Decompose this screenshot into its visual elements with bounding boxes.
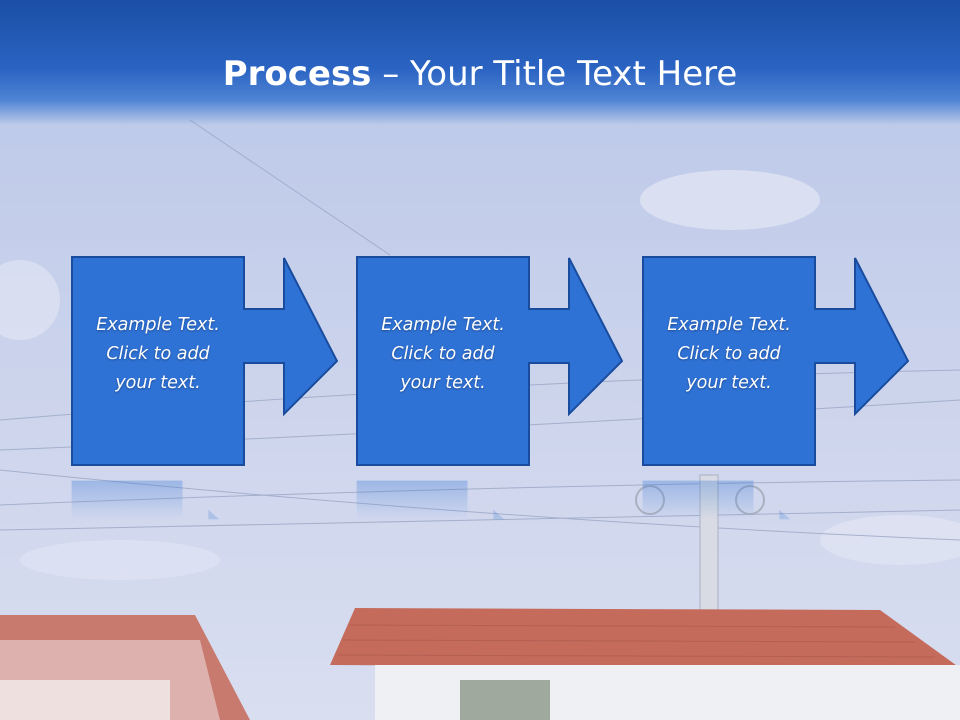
step-text-line3: your text.: [400, 373, 486, 393]
title-rest: – Your Title Text Here: [371, 54, 738, 94]
step-text: Example Text. Click to add your text.: [71, 311, 245, 398]
step-text-line2: Click to add: [391, 344, 495, 364]
step-arrow-shape: [71, 256, 339, 466]
page-title: Process – Your Title Text Here: [0, 52, 960, 96]
process-step-2[interactable]: Example Text. Click to add your text.: [356, 256, 624, 466]
step-text-line2: Click to add: [106, 344, 210, 364]
step-text-line1: Example Text.: [667, 315, 791, 335]
step-text: Example Text. Click to add your text.: [356, 311, 530, 398]
step-text-line1: Example Text.: [96, 315, 220, 335]
step-text-line1: Example Text.: [381, 315, 505, 335]
step-text-line2: Click to add: [677, 344, 781, 364]
title-bold: Process: [222, 54, 372, 94]
step-arrow-shape: [642, 256, 910, 466]
process-step-3[interactable]: Example Text. Click to add your text.: [642, 256, 910, 466]
step-text-line3: your text.: [115, 373, 201, 393]
process-step-1[interactable]: Example Text. Click to add your text.: [71, 256, 339, 466]
step-arrow-shape: [356, 256, 624, 466]
step-text-line3: your text.: [686, 373, 772, 393]
step-text: Example Text. Click to add your text.: [642, 311, 816, 398]
title-band: [0, 0, 960, 125]
